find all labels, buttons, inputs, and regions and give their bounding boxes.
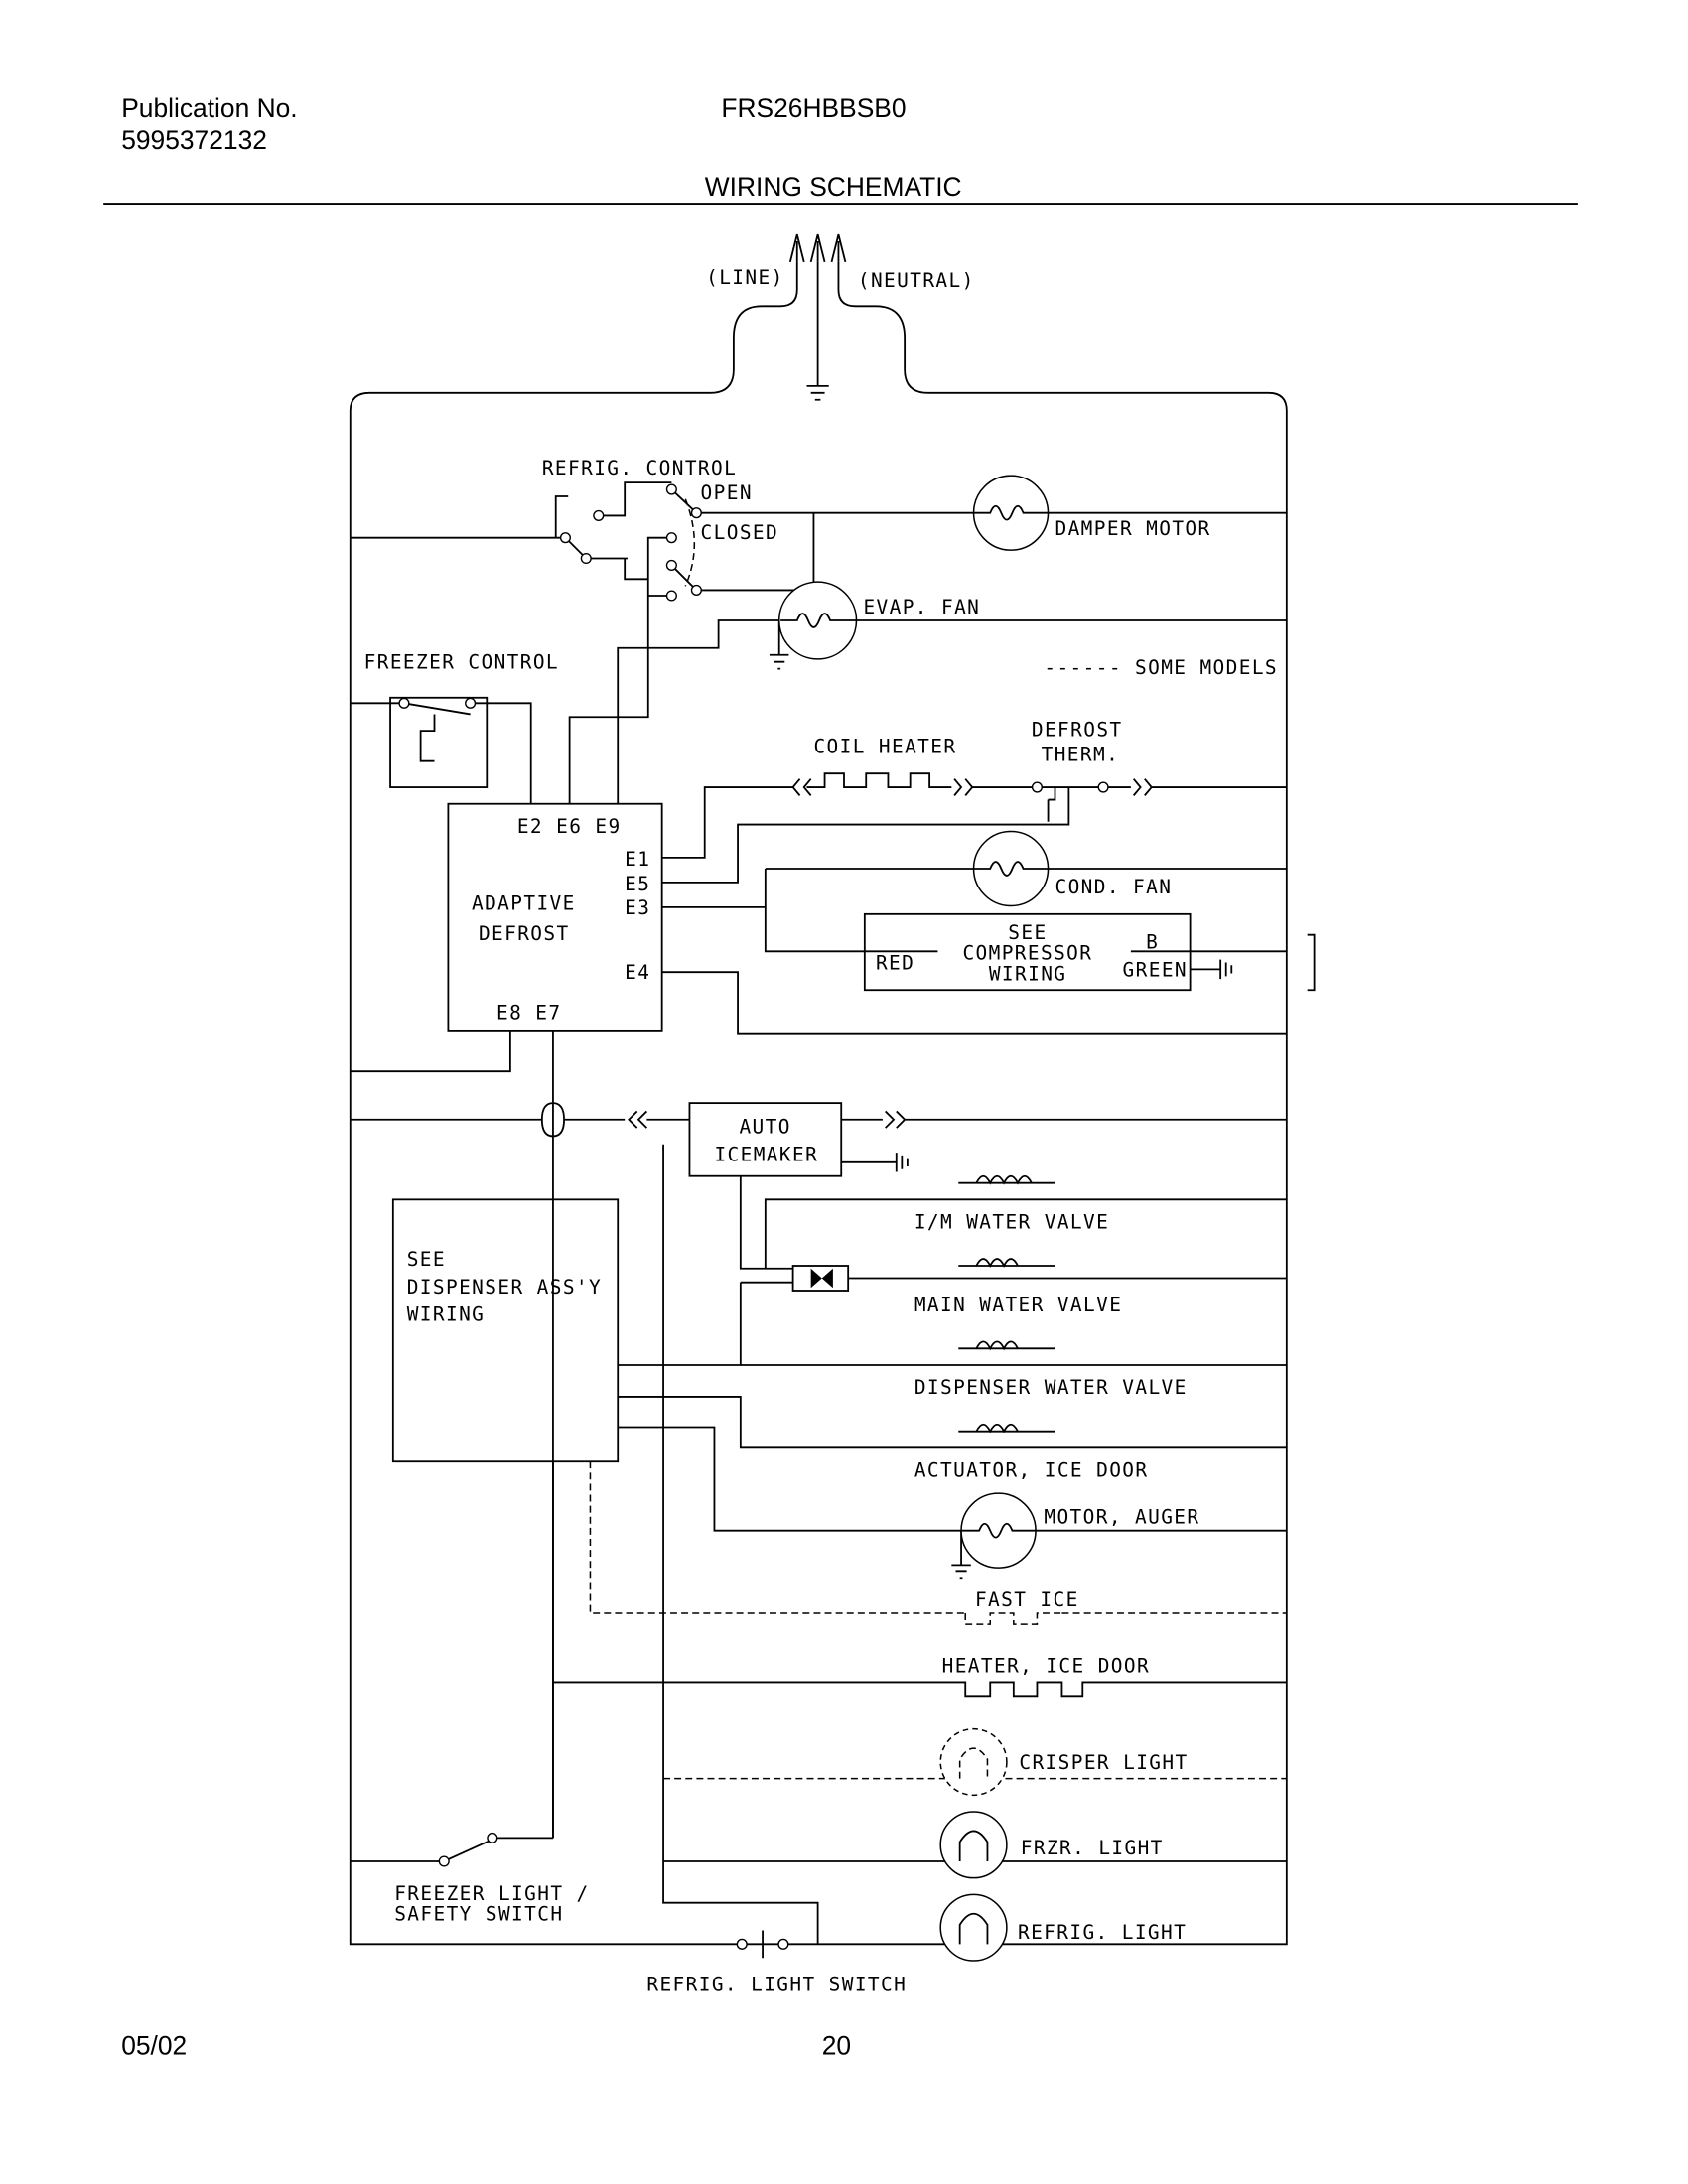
fast-ice-label: FAST ICE	[975, 1588, 1079, 1611]
terminals-bottom: E8 E7	[496, 1001, 561, 1024]
cond-fan-label: COND. FAN	[1055, 876, 1173, 898]
page-number: 20	[822, 2030, 851, 2060]
crisper-light-label: CRISPER LIGHT	[1019, 1751, 1188, 1774]
icemaker-label-2: ICEMAKER	[714, 1143, 818, 1165]
motor-auger-label: MOTOR, AUGER	[1044, 1506, 1199, 1529]
crisper-light-icon	[939, 1727, 1008, 1797]
compressor-label-3: WIRING	[989, 963, 1067, 986]
dispenser-water-valve-label: DISPENSER WATER VALVE	[914, 1376, 1188, 1399]
refrig-control-label: REFRIG. CONTROL	[542, 457, 737, 479]
publication-label: Publication No.	[121, 93, 297, 123]
line-label: (LINE)	[706, 266, 784, 289]
refrig-light-icon	[939, 1893, 1008, 1962]
publication-number: 5995372132	[121, 125, 267, 155]
compressor-label-2: COMPRESSOR	[962, 942, 1092, 965]
model-number: FRS26HBBSB0	[721, 93, 906, 123]
neutral-label: (NEUTRAL)	[858, 269, 975, 292]
some-models-legend: ------ SOME MODELS	[1044, 656, 1278, 679]
closed-label: CLOSED	[701, 521, 779, 544]
im-water-valve-label: I/M WATER VALVE	[914, 1211, 1109, 1234]
icemaker-label-1: AUTO	[739, 1116, 790, 1139]
freezer-switch-label-1: FREEZER LIGHT /	[394, 1882, 589, 1905]
compressor-wiring-box	[863, 912, 1192, 992]
freezer-control-label: FREEZER CONTROL	[364, 651, 559, 674]
terminals-top: E2 E6 E9	[517, 815, 622, 838]
dispenser-label-2: DISPENSER ASS'Y	[407, 1276, 602, 1298]
dispenser-label-1: SEE	[407, 1248, 446, 1271]
auto-icemaker-box	[688, 1102, 843, 1177]
open-label: OPEN	[701, 481, 753, 504]
defrost-label: DEFROST	[479, 922, 570, 945]
actuator-ice-door-label: ACTUATOR, ICE DOOR	[914, 1459, 1149, 1482]
defrost-therm-label-2: THERM.	[1042, 744, 1120, 766]
terminal-e5: E5	[625, 873, 650, 895]
dispenser-label-3: WIRING	[407, 1303, 486, 1326]
green-wire-label: GREEN	[1123, 958, 1188, 981]
compressor-label-1: SEE	[1008, 921, 1047, 944]
main-water-valve-label: MAIN WATER VALVE	[914, 1294, 1122, 1316]
adaptive-label: ADAPTIVE	[472, 892, 576, 915]
terminal-e3: E3	[625, 896, 650, 919]
frzr-light-icon	[939, 1811, 1008, 1879]
schematic-wiring: (LINE) (NEUTRAL) REFRIG. CONTROL OPEN CL…	[349, 233, 1316, 1996]
defrost-therm-label-1: DEFROST	[1032, 719, 1123, 742]
b-wire-label: B	[1146, 931, 1159, 954]
red-wire-label: RED	[876, 951, 914, 974]
refrig-light-switch-label: REFRIG. LIGHT SWITCH	[646, 1974, 907, 1996]
heater-ice-door-label: HEATER, ICE DOOR	[942, 1655, 1150, 1678]
frzr-light-label: FRZR. LIGHT	[1021, 1837, 1164, 1859]
evap-fan-label: EVAP. FAN	[863, 596, 980, 618]
power-arrow-icons	[788, 233, 847, 263]
dispenser-wiring-box	[391, 1198, 620, 1463]
adaptive-defrost-board	[447, 802, 663, 1032]
footer-date: 05/02	[121, 2030, 187, 2060]
ground-icon	[806, 261, 829, 401]
water-valve-connector	[791, 1265, 850, 1292]
freezer-switch-label-2: SAFETY SWITCH	[394, 1903, 563, 1926]
refrig-light-label: REFRIG. LIGHT	[1018, 1921, 1187, 1944]
page-title: WIRING SCHEMATIC	[705, 172, 962, 202]
terminal-e1: E1	[625, 848, 650, 871]
coil-heater-label: COIL HEATER	[813, 735, 956, 757]
damper-motor-label: DAMPER MOTOR	[1055, 517, 1211, 540]
terminal-e4: E4	[625, 961, 650, 984]
